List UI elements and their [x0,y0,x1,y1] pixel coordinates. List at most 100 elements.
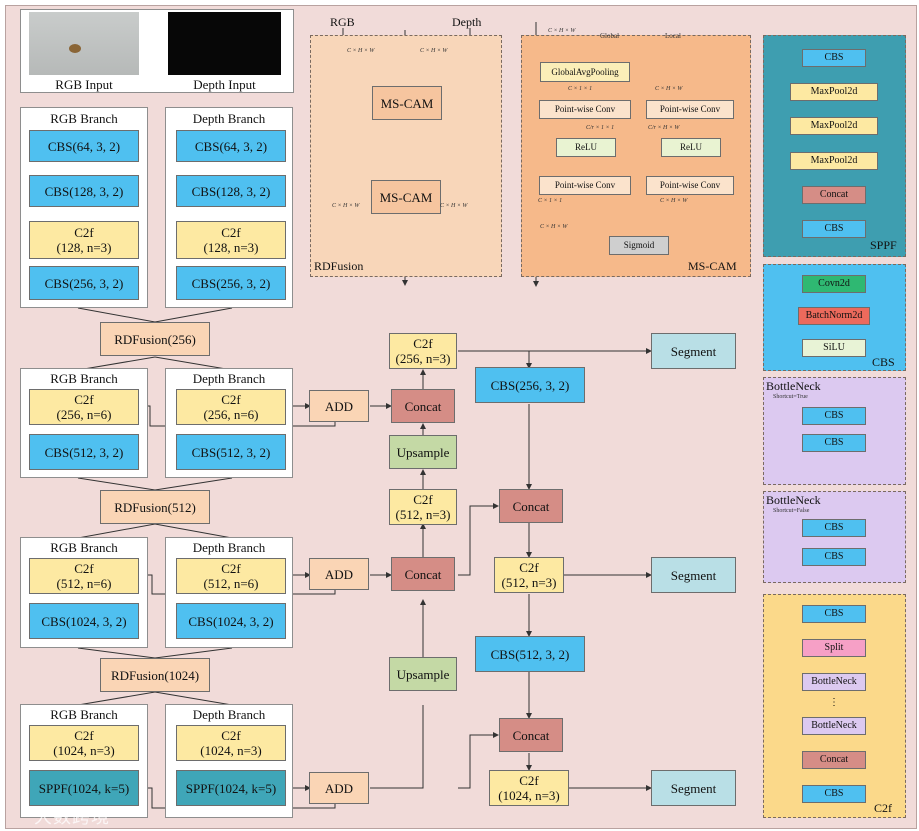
segment-head-3: Segment [651,770,736,806]
bottleneck-false-sub: Shortcut=False [773,508,810,514]
mscam-global-avg-pool: GlobalAvgPooling [540,62,630,82]
segment-head-1: Segment [651,333,736,369]
depth-branch-4-title: Depth Branch [192,707,266,722]
mscam-dim-top: C × H × W [548,28,576,34]
sppf-concat: Concat [802,186,866,204]
c2f-params: (256, n=3) [395,351,451,366]
c2f-params: (256, n=6) [203,407,259,422]
cbs-silu: SiLU [802,339,866,357]
c2f-label: C2f [221,392,241,407]
rdfusion-512: RDFusion(512) [100,490,210,524]
c2f-block-title: C2f [874,801,892,815]
bottleneck-true-cbs-1: CBS [802,407,866,425]
mscam-pwconv-global-1: Point-wise Conv [539,100,631,119]
sppf-cbs-1: CBS [802,49,866,67]
c2f-params: (1024, n=3) [53,743,115,758]
depth-c2f-1024: C2f(1024, n=3) [176,725,286,761]
sppf-maxpool-3: MaxPool2d [790,152,878,170]
depth-sppf: SPPF(1024, k=5) [176,770,286,806]
mscam-chw-2: C × H × W [660,198,688,204]
bottleneck-false-block [763,491,906,583]
mscam-pwconv-global-2: Point-wise Conv [539,176,631,195]
rdfusion-1024: RDFusion(1024) [100,658,210,692]
c2f-block-split: Split [802,639,866,657]
rdfusion-256: RDFusion(256) [100,322,210,356]
depth-cbs-64: CBS(64, 3, 2) [176,130,286,162]
mscam-chw-3: C × H × W [540,224,568,230]
rgb-c2f-512: C2f(512, n=6) [29,558,139,594]
c2f-label: C2f [519,560,539,575]
add-2: ADD [309,558,369,590]
rdfusion-depth-label: Depth [452,15,482,29]
c2f-params: (512, n=3) [501,575,557,590]
cbs-conv2d: Covn2d [802,275,866,293]
mscam-c11-1: C × 1 × 1 [568,86,593,92]
c2f-label: C2f [74,392,94,407]
add-3: ADD [309,772,369,804]
depth-cbs-1024: CBS(1024, 3, 2) [176,603,286,639]
cbs-batchnorm: BatchNorm2d [798,307,870,325]
depth-branch-2-title: Depth Branch [192,371,266,386]
c2f-block-bottleneck-1: BottleNeck [802,673,866,691]
cbs-title: CBS [872,355,895,369]
rgb-branch-1-title: RGB Branch [50,111,118,126]
add-1: ADD [309,390,369,422]
bottleneck-false-cbs-1: CBS [802,519,866,537]
rgb-sppf: SPPF(1024, k=5) [29,770,139,806]
depth-input-label: Depth Input [193,77,256,92]
concat-4: Concat [499,718,563,752]
concat-3: Concat [499,489,563,523]
rgb-cbs-256: CBS(256, 3, 2) [29,266,139,300]
rgb-branch-3-title: RGB Branch [50,540,118,555]
mscam-pwconv-local-1: Point-wise Conv [646,100,734,119]
c2f-label: C2f [74,225,94,240]
segment-head-2: Segment [651,557,736,593]
c2f-label: C2f [74,561,94,576]
rgb-c2f-1024: C2f(1024, n=3) [29,725,139,761]
rgb-c2f-256: C2f(256, n=6) [29,389,139,425]
depth-cbs-512: CBS(512, 3, 2) [176,434,286,470]
rgb-input-label: RGB Input [55,77,113,92]
mscam-pwconv-local-2: Point-wise Conv [646,176,734,195]
rgb-cbs-1024: CBS(1024, 3, 2) [29,603,139,639]
bottleneck-false-cbs-2: CBS [802,548,866,566]
c2f-params: (512, n=3) [395,507,451,522]
rgb-cbs-128: CBS(128, 3, 2) [29,175,139,207]
rgb-cbs-64: CBS(64, 3, 2) [29,130,139,162]
c2f-label: C2f [413,336,433,351]
rdfusion-dim-2: C × H × W [420,48,448,54]
rdfusion-mscam-1: MS-CAM [372,86,442,120]
rdfusion-panel [310,35,502,277]
mscam-title: MS-CAM [688,259,737,273]
bottleneck-true-block [763,377,906,485]
c2f-block-cbs-2: CBS [802,785,866,803]
c2f-params: (512, n=6) [56,576,112,591]
depth-branch-1-title: Depth Branch [192,111,266,126]
watermark-text: 大数跨境 [34,807,110,828]
rdfusion-mscam-2: MS-CAM [371,180,441,214]
c2f-block-cbs-1: CBS [802,605,866,623]
upsample-2: Upsample [389,657,457,691]
mscam-sigmoid: Sigmoid [609,236,669,255]
depth-cbs-128: CBS(128, 3, 2) [176,175,286,207]
rgb-input-image [29,12,139,75]
rdfusion-rgb-label: RGB [330,15,355,29]
c2f-block [763,594,906,818]
c2f-label: C2f [221,561,241,576]
c2f-label: C2f [74,728,94,743]
rdfusion-dim-1: C × H × W [347,48,375,54]
rgb-c2f-128: C2f(128, n=3) [29,221,139,259]
neck-c2f-1024: C2f(1024, n=3) [489,770,569,806]
mscam-c11-2: C × 1 × 1 [538,198,563,204]
c2f-params: (128, n=3) [56,240,112,255]
concat-1: Concat [391,389,455,423]
depth-c2f-256: C2f(256, n=6) [176,389,286,425]
neck-c2f-512-left: C2f(512, n=3) [389,489,457,525]
rgb-cbs-512: CBS(512, 3, 2) [29,434,139,470]
neck-c2f-512: C2f(512, n=3) [494,557,564,593]
mscam-local-label: Local [665,32,681,40]
neck-cbs-512: CBS(512, 3, 2) [475,636,585,672]
c2f-label: C2f [519,773,539,788]
c2f-params: (1024, n=3) [498,788,560,803]
sppf-maxpool-2: MaxPool2d [790,117,878,135]
